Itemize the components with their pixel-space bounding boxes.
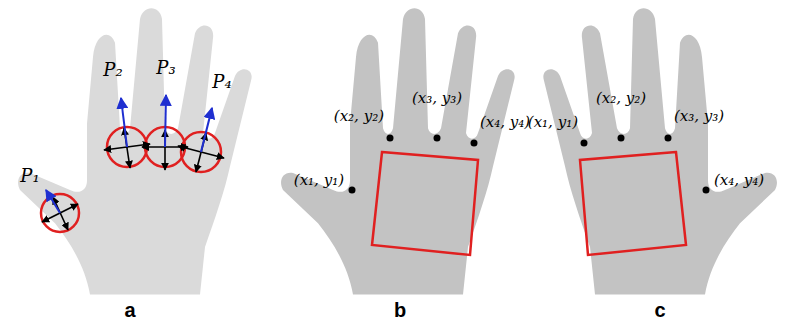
panel-letter: c [654,299,665,321]
roi-square-c [580,152,686,255]
coordinate-label: (x₃, y₃) [674,108,724,125]
key-points-c [581,135,710,194]
point-label: P₂ [103,60,122,80]
coordinate-label: (x₂, y₂) [596,90,646,107]
panel-letter: a [124,299,135,321]
point-label: P₃ [156,58,175,78]
hand-a [18,8,252,294]
joint-circles [41,127,221,232]
key-points-b [349,135,478,194]
hand-b [281,8,515,294]
point-label: P₄ [212,72,231,92]
roi-square-b [372,152,478,255]
coordinate-label: (x₂, y₂) [334,108,384,125]
point-label: P₁ [20,166,39,186]
coordinate-label: (x₄, y₄) [480,114,530,131]
coordinate-label: (x₁, y₁) [528,114,578,131]
panel-letter: b [394,299,406,321]
coordinate-label: (x₃, y₃) [412,90,462,107]
coordinate-label: (x₄, y₄) [714,172,764,189]
axis-arrows [42,128,224,230]
coordinate-label: (x₁, y₁) [294,172,344,189]
hand-c [543,8,777,294]
direction-arrows [46,95,212,213]
